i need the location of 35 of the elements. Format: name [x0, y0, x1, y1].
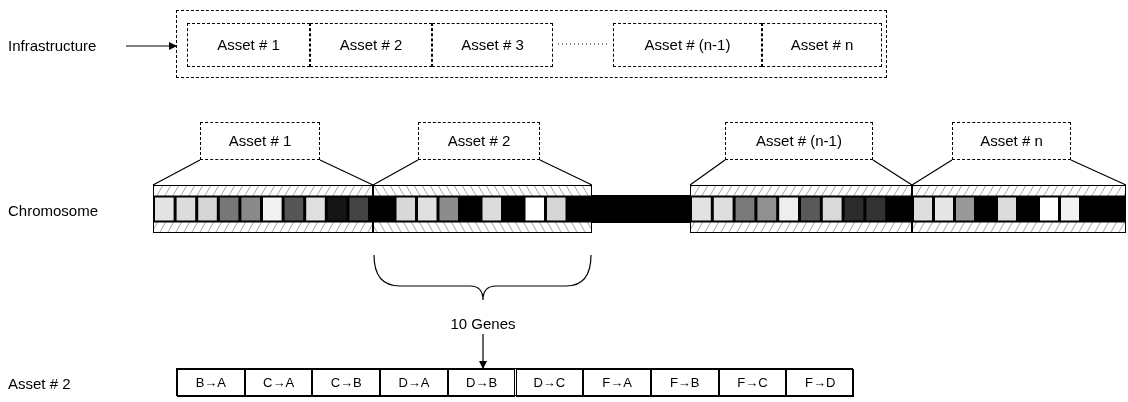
dashed-group-box	[176, 10, 887, 78]
zoom-line	[372, 159, 593, 186]
zoom-line	[689, 159, 913, 186]
asset-box: Asset # 1	[187, 23, 310, 67]
gene-cell: F→A	[583, 369, 651, 397]
label-text: Chromosome	[8, 201, 99, 221]
gene-row	[176, 368, 853, 396]
asset-box: Asset # n	[762, 23, 882, 67]
gene-cell: D→A	[380, 369, 448, 397]
asset-callout-box: Asset # 2	[418, 122, 540, 160]
arrow	[479, 333, 487, 369]
asset-callout-box: Asset # n	[952, 122, 1071, 160]
zoom-line	[152, 159, 374, 186]
zoom-line	[911, 159, 1127, 186]
label-text: Infrastructure	[8, 35, 126, 57]
chromosome-bar	[153, 185, 1126, 233]
asset-callout-box: Asset # 1	[200, 122, 320, 160]
gene-cell: D→C	[515, 369, 584, 397]
chromosome-segment	[912, 185, 1126, 233]
gene-cell: F→D	[786, 369, 854, 397]
asset-box: Asset # 3	[432, 23, 553, 67]
gene-cell: C→A	[244, 369, 313, 397]
gene-cell: F→B	[650, 369, 719, 397]
asset-callout-box: Asset # (n-1)	[725, 122, 873, 160]
arrow	[125, 42, 177, 50]
gene-cell: F→C	[718, 369, 787, 397]
gene-cell: B→A	[177, 369, 245, 397]
chromosome-segment	[153, 185, 373, 233]
gene-cell: C→B	[312, 369, 381, 397]
label-text: 10 Genes	[420, 314, 546, 334]
asset-box: Asset # (n-1)	[613, 23, 762, 67]
label-text: Asset # 2	[8, 374, 71, 394]
gene-cell: D→B	[447, 369, 516, 397]
chromosome-segment	[690, 185, 912, 233]
asset-box: Asset # 2	[310, 23, 432, 67]
